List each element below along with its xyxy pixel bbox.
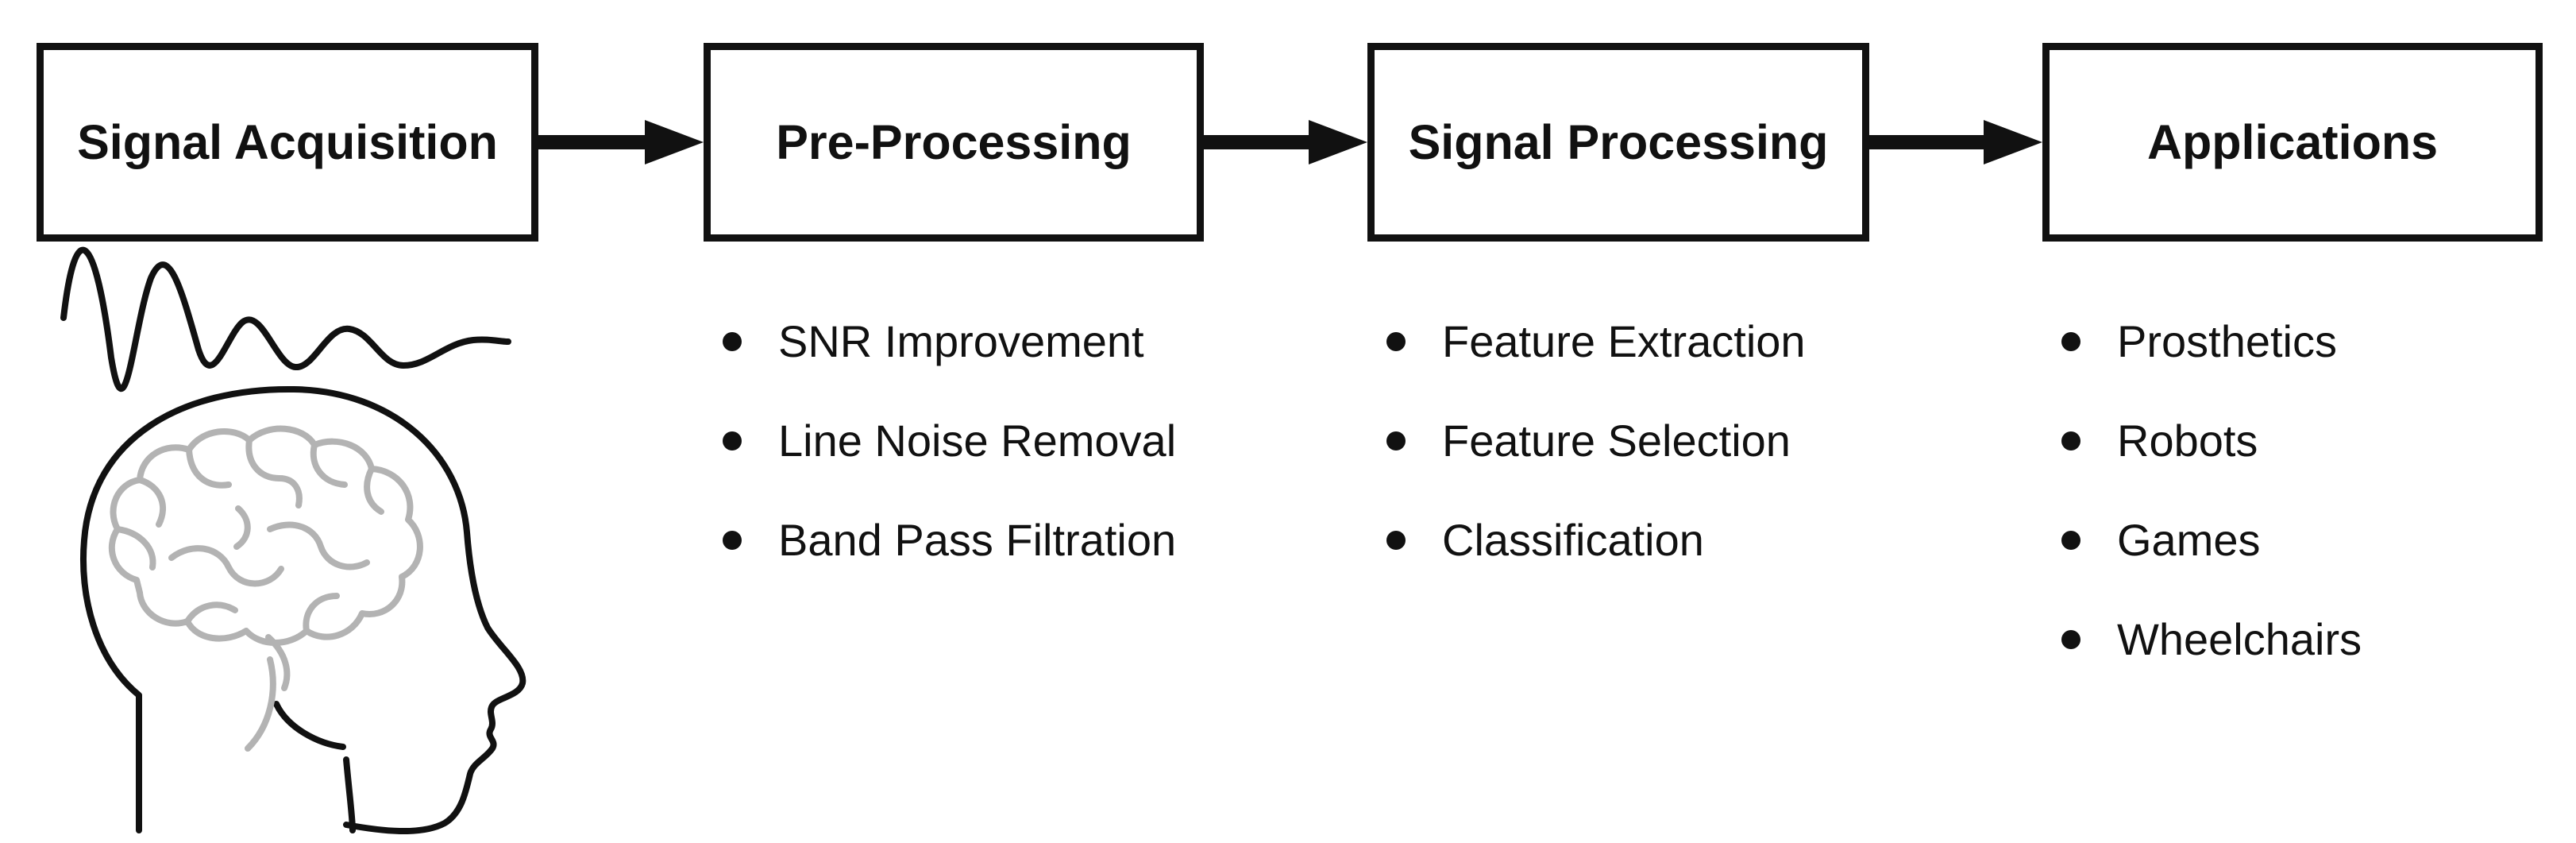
list-item: Classification — [1382, 512, 1806, 612]
stage-box-signal-processing: Signal Processing — [1367, 43, 1869, 242]
brain-head-illustration — [60, 246, 526, 834]
applications-list: Prosthetics Robots Games Wheelchairs — [2057, 314, 2362, 711]
human-head-icon — [80, 385, 526, 834]
stage-label: Signal Processing — [1408, 115, 1829, 169]
list-item: Feature Selection — [1382, 413, 1806, 512]
signal-processing-list: Feature Extraction Feature Selection Cla… — [1382, 314, 1806, 612]
pre-processing-list: SNR Improvement Line Noise Removal Band … — [718, 314, 1176, 612]
brain-icon — [108, 425, 423, 752]
flow-arrow-icon — [1869, 120, 2042, 164]
list-item: Prosthetics — [2057, 314, 2362, 413]
stage-label: Applications — [2146, 115, 2439, 169]
stage-box-pre-processing: Pre-Processing — [704, 43, 1204, 242]
list-item: Feature Extraction — [1382, 314, 1806, 413]
list-item: Robots — [2057, 413, 2362, 512]
list-item: SNR Improvement — [718, 314, 1176, 413]
list-item: Games — [2057, 512, 2362, 612]
flow-arrow-icon — [538, 120, 704, 164]
stage-label: Signal Acquisition — [77, 115, 498, 169]
brain-wave-icon — [60, 246, 511, 392]
stage-box-signal-acquisition: Signal Acquisition — [37, 43, 538, 242]
stage-box-applications: Applications — [2042, 43, 2543, 242]
list-item: Line Noise Removal — [718, 413, 1176, 512]
stage-label: Pre-Processing — [776, 115, 1132, 169]
flow-arrow-icon — [1204, 120, 1367, 164]
list-item: Wheelchairs — [2057, 612, 2362, 711]
list-item: Band Pass Filtration — [718, 512, 1176, 612]
